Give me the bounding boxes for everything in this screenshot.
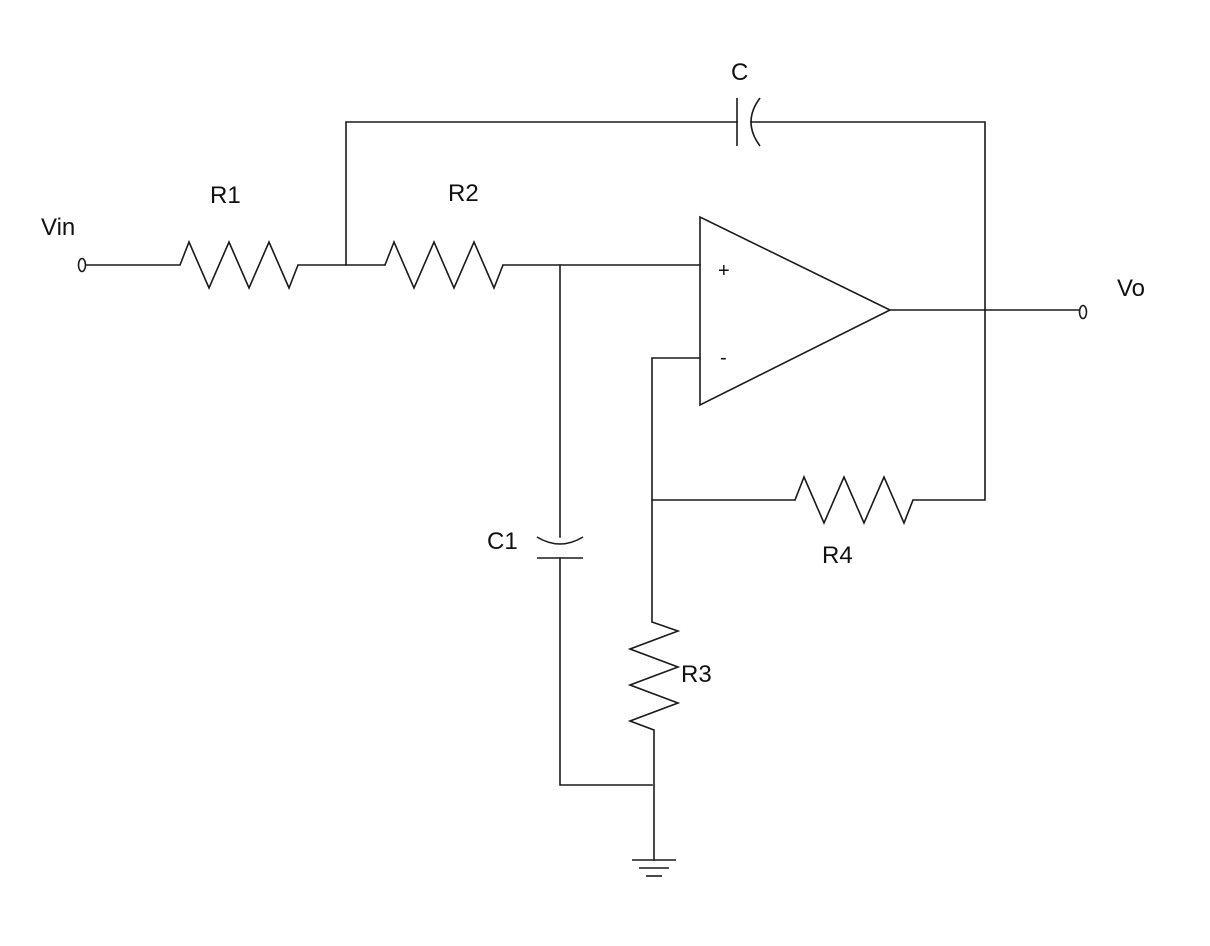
resistor-r3: [627, 621, 681, 731]
wire-c1-to-ground: [559, 557, 653, 786]
vin-terminal: [77, 257, 87, 273]
resistor-r4: [794, 474, 914, 526]
wire-c-right: [750, 121, 986, 311]
label-r3: R3: [681, 661, 712, 688]
label-vin: Vin: [41, 214, 75, 241]
op-amp: [699, 215, 892, 407]
label-c: C: [731, 59, 748, 86]
label-plus-input: +: [718, 260, 730, 282]
wire-r4-right: [912, 309, 986, 501]
wire-c-left: [345, 121, 738, 266]
label-c1: C1: [487, 528, 518, 555]
ground-icon: [632, 859, 676, 877]
resistor-r1: [179, 239, 299, 291]
resistor-r2: [384, 239, 504, 291]
label-minus-input: -: [720, 347, 727, 369]
wire-minus-input: [651, 357, 701, 623]
label-vo: Vo: [1117, 275, 1145, 302]
capacitor-c1-curve: [536, 536, 584, 545]
label-r4: R4: [822, 542, 853, 569]
vo-terminal: [1078, 304, 1088, 320]
label-r1: R1: [210, 182, 241, 209]
label-r2: R2: [448, 180, 479, 207]
